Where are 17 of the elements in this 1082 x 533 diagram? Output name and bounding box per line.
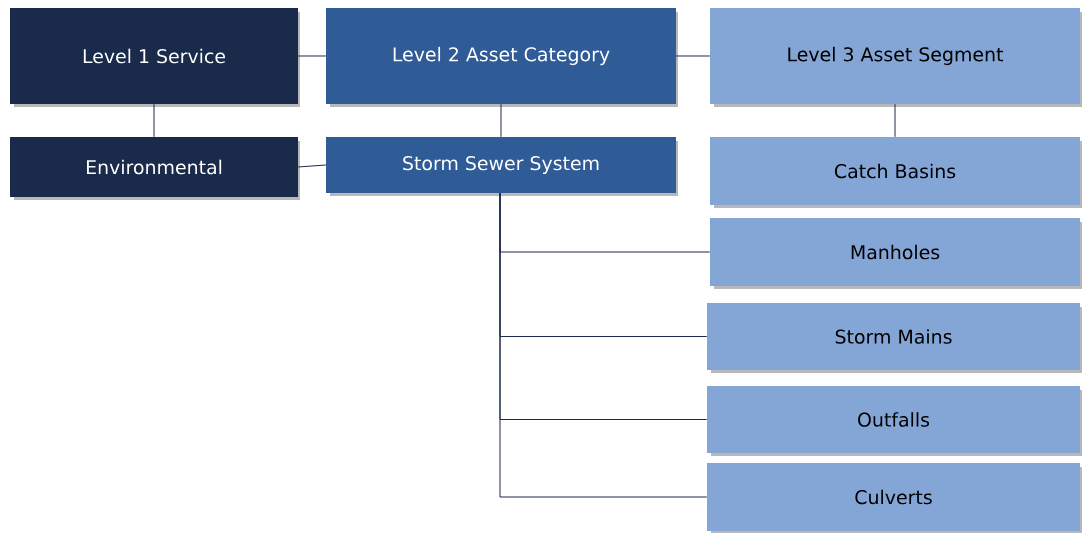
hierarchy-box: Environmental — [10, 137, 300, 200]
hierarchy-box: Level 2 Asset Category — [326, 8, 678, 107]
hierarchy-box: Storm Mains — [707, 303, 1082, 373]
connector-line — [675, 55, 711, 57]
connector-line — [297, 55, 327, 57]
hierarchy-box: Level 3 Asset Segment — [710, 8, 1082, 107]
hierarchy-box: Catch Basins — [710, 137, 1082, 208]
hierarchy-box: Outfalls — [707, 386, 1082, 456]
hierarchy-box: Culverts — [707, 463, 1082, 533]
hierarchy-box: Manholes — [710, 218, 1082, 289]
hierarchy-box: Level 1 Service — [10, 8, 300, 107]
connector-line — [499, 192, 708, 498]
connector-line — [500, 103, 502, 138]
hierarchy-box: Storm Sewer System — [326, 137, 678, 196]
connector-line — [153, 103, 155, 138]
connector-line — [297, 164, 327, 168]
connector-line — [894, 103, 896, 138]
